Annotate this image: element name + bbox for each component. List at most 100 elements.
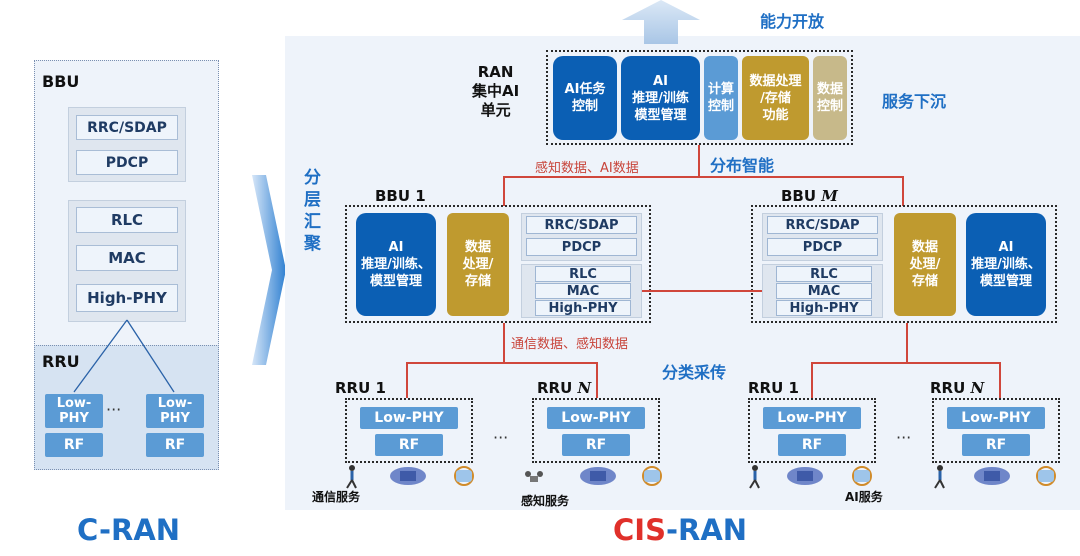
service-sense-label: 感知服务 xyxy=(521,494,570,508)
line-bbum-split xyxy=(811,362,1001,364)
rrun-a-index: N xyxy=(577,379,592,397)
bbum-title-text: BBU xyxy=(781,187,822,205)
service-icons-row xyxy=(346,465,1056,489)
bbum-box xyxy=(751,205,1057,323)
service-ai-label: AI服务 xyxy=(845,490,883,504)
rru-a-dots: ··· xyxy=(493,428,509,447)
bbum-highphy: High-PHY xyxy=(776,300,872,316)
cran-rf-2: RF xyxy=(146,433,204,457)
transition-chevron-icon xyxy=(252,175,286,365)
distributed-intelligence-label: 分布智能 xyxy=(710,156,775,175)
cisran-caption: CIS-RAN xyxy=(613,513,747,547)
chip-icon xyxy=(580,467,616,485)
bbu1-data-box: 数据 处理/ 存储 xyxy=(447,213,509,316)
line-bbu1-down xyxy=(503,323,505,363)
rru1-b-rf: RF xyxy=(778,434,846,456)
sensor-icon xyxy=(454,466,474,486)
rru1-b-box xyxy=(748,398,876,463)
compute-control: 计算 控制 xyxy=(704,56,738,140)
cran-fanout-lines xyxy=(73,319,175,393)
cran-rf-1: RF xyxy=(45,433,103,457)
bbu1-highphy: High-PHY xyxy=(535,300,631,316)
chip-icon xyxy=(787,467,823,485)
cisran-caption-cis: CIS xyxy=(613,513,666,547)
up-arrow-icon xyxy=(622,0,700,44)
bbu1-rrc: RRC/SDAP xyxy=(526,216,637,234)
line-ai-down xyxy=(698,145,700,177)
line-distribute xyxy=(503,176,903,178)
line-bbu1-split xyxy=(406,362,598,364)
bbu1-title: BBU 1 xyxy=(375,187,426,205)
rrun-b-lowphy: Low-PHY xyxy=(947,407,1045,429)
rrun-a-title: RRU N xyxy=(537,379,591,397)
service-sinking-label: 服务下沉 xyxy=(882,92,947,111)
data-processing-function: 数据处理 /存储 功能 xyxy=(742,56,809,140)
line-to-bbu1 xyxy=(503,176,505,206)
bbu1-box xyxy=(345,205,651,323)
line-bbu-link xyxy=(642,290,762,292)
rrun-a-lowphy: Low-PHY xyxy=(547,407,645,429)
drone-icon xyxy=(525,471,543,482)
walker-icon xyxy=(749,465,760,489)
ai-infer-train: AI 推理/训练 模型管理 xyxy=(621,56,700,140)
data-control: 数据 控制 xyxy=(813,56,847,140)
ran-ai-unit-label: RAN 集中AI 单元 xyxy=(472,63,520,119)
line-rrun-b xyxy=(999,362,1001,398)
rru1-a-rf: RF xyxy=(375,434,443,456)
sensor-icon xyxy=(1036,466,1056,486)
rru-b-dots: ··· xyxy=(896,428,912,447)
bbu1-rlc: RLC xyxy=(535,266,631,282)
cran-lowphy-1: Low- PHY xyxy=(45,394,103,428)
line-rrun-a xyxy=(596,362,598,398)
sensor-icon xyxy=(852,466,872,486)
bbu1-ai-box: AI 推理/训练、 模型管理 xyxy=(356,213,436,316)
chip-icon xyxy=(974,467,1010,485)
rru1-a-title: RRU 1 xyxy=(335,379,386,397)
cran-rrc: RRC/SDAP xyxy=(76,115,178,140)
rrun-b-rf: RF xyxy=(962,434,1030,456)
cisran-caption-ran: -RAN xyxy=(665,513,748,547)
perception-ai-data-label: 感知数据、AI数据 xyxy=(535,161,639,176)
line-rru1-a xyxy=(406,362,408,398)
bbum-index: M xyxy=(821,187,838,205)
classified-collection-label: 分类采传 xyxy=(662,363,727,382)
rrun-a-title-text: RRU xyxy=(537,379,578,397)
cran-caption: C-RAN xyxy=(77,513,181,547)
cran-lowphy-2: Low- PHY xyxy=(146,394,204,428)
cran-pdcp: PDCP xyxy=(76,150,178,175)
capability-label: 能力开放 xyxy=(760,12,825,31)
rrun-a-box xyxy=(532,398,660,463)
bbum-ai-box: AI 推理/训练、 模型管理 xyxy=(966,213,1046,316)
bbum-data-box: 数据 处理/ 存储 xyxy=(894,213,956,316)
walker-icon xyxy=(346,465,357,489)
cran-rru-title: RRU xyxy=(42,352,80,371)
line-rru1-b xyxy=(811,362,813,398)
bbu1-mac: MAC xyxy=(535,283,631,299)
bbu1-pdcp: PDCP xyxy=(526,238,637,256)
chip-icon xyxy=(390,467,426,485)
walker-icon xyxy=(934,465,945,489)
rru1-b-title: RRU 1 xyxy=(748,379,799,397)
layered-aggregation-label: 分 层 汇 聚 xyxy=(304,168,321,254)
line-to-bbum xyxy=(902,176,904,206)
bbum-title: BBU M xyxy=(781,187,838,205)
cran-dots: ··· xyxy=(106,400,122,419)
rrun-b-title-text: RRU xyxy=(930,379,971,397)
rrun-a-rf: RF xyxy=(562,434,630,456)
line-bbum-down xyxy=(906,323,908,363)
service-comm-label: 通信服务 xyxy=(312,490,361,504)
rru1-b-lowphy: Low-PHY xyxy=(763,407,861,429)
rru1-a-lowphy: Low-PHY xyxy=(360,407,458,429)
bbum-pdcp: PDCP xyxy=(767,238,878,256)
bbum-mac: MAC xyxy=(776,283,872,299)
cran-rlc: RLC xyxy=(76,207,178,233)
bbum-rlc: RLC xyxy=(776,266,872,282)
rrun-b-index: N xyxy=(970,379,985,397)
ran-ai-unit-box xyxy=(546,50,853,145)
rrun-b-title: RRU N xyxy=(930,379,984,397)
rru1-a-box xyxy=(345,398,473,463)
cran-bbu-title: BBU xyxy=(42,72,80,91)
comm-sense-data-label: 通信数据、感知数据 xyxy=(511,337,629,352)
bbum-rrc: RRC/SDAP xyxy=(767,216,878,234)
cran-mac: MAC xyxy=(76,245,178,271)
